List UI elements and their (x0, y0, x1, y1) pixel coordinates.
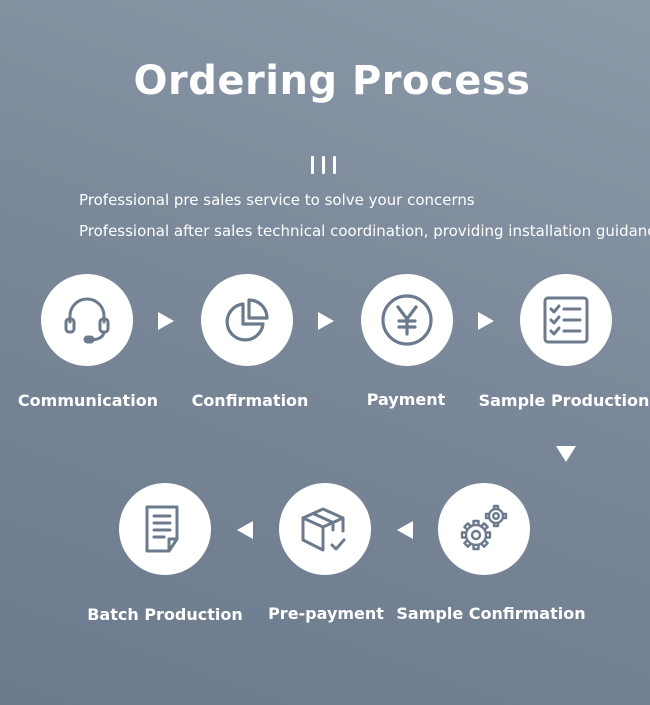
step-label-communication: Communication (17, 391, 159, 410)
arrow-right-icon (318, 312, 334, 330)
step-label-confirmation: Confirmation (191, 391, 309, 410)
arrow-right-icon (478, 312, 494, 330)
step-sample-confirmation (438, 483, 530, 575)
step-pre-payment (279, 483, 371, 575)
step-label-payment: Payment (366, 390, 446, 409)
document-icon (145, 505, 179, 553)
yen-icon (381, 294, 433, 346)
step-label-pre-payment: Pre-payment (268, 604, 384, 623)
arrow-left-icon (397, 521, 413, 539)
arrow-right-icon (158, 312, 174, 330)
divider-bars-icon (311, 156, 341, 174)
gears-icon (460, 504, 508, 551)
headset-icon (64, 297, 110, 344)
page-title: Ordering Process (133, 58, 531, 104)
step-communication (41, 274, 133, 366)
step-label-sample-production: Sample Production (478, 391, 650, 410)
step-batch-production (119, 483, 211, 575)
description-presales: Professional pre sales service to solve … (79, 191, 475, 209)
arrow-down-icon (556, 446, 576, 462)
pie-chart-icon (225, 298, 269, 342)
step-payment (361, 274, 453, 366)
step-sample-production (520, 274, 612, 366)
step-label-sample-confirmation: Sample Confirmation (396, 604, 586, 623)
arrow-left-icon (237, 521, 253, 539)
description-aftersales: Professional after sales technical coord… (79, 222, 650, 240)
step-confirmation (201, 274, 293, 366)
step-label-batch-production: Batch Production (87, 605, 243, 624)
checklist-icon (543, 296, 589, 344)
package-icon (301, 507, 346, 552)
